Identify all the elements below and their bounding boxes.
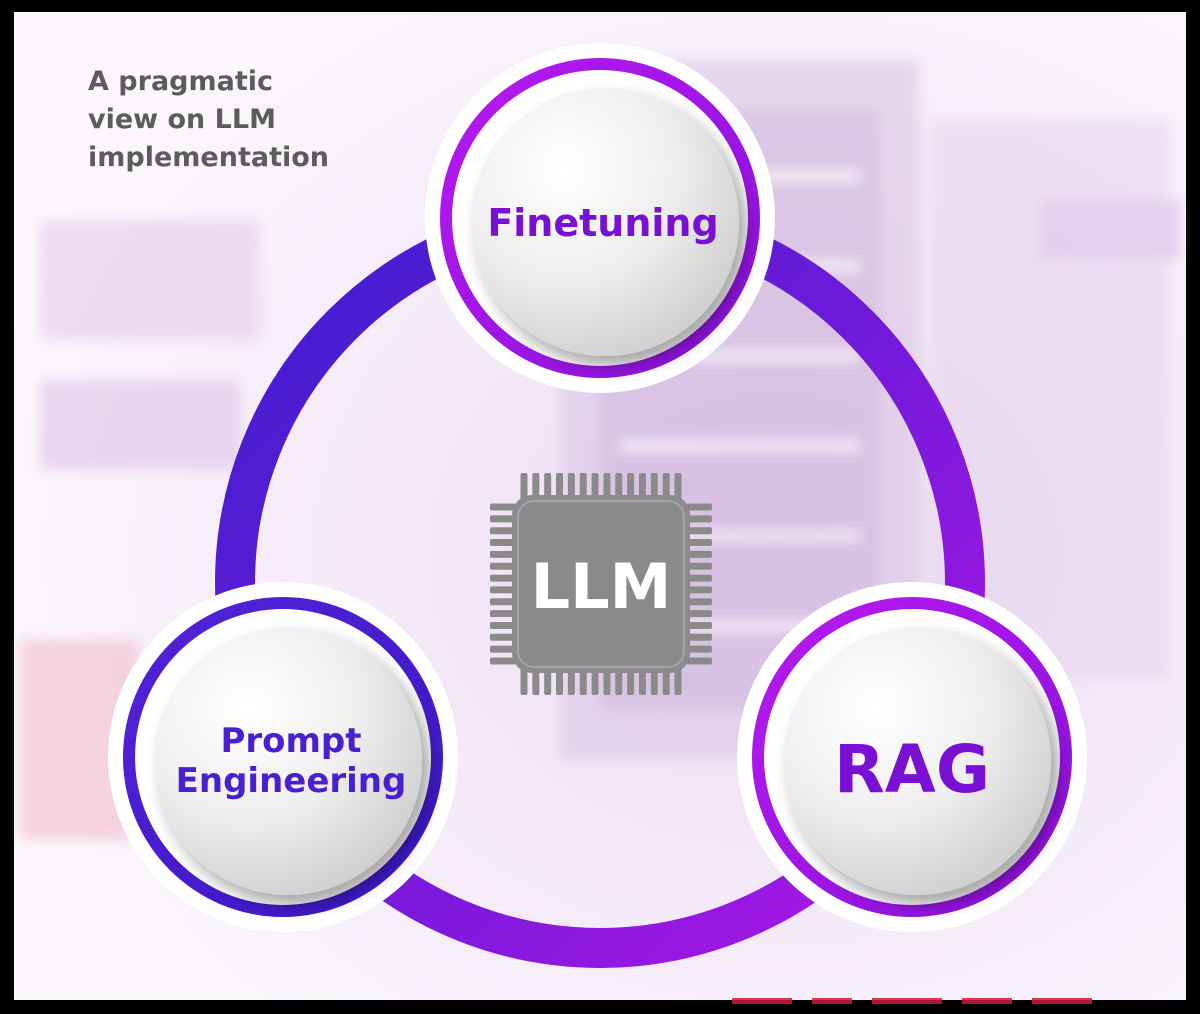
chip-pin-bottom — [650, 669, 658, 695]
chip-pin-right — [686, 633, 712, 641]
chip-pin-top — [591, 473, 599, 499]
chip-pin-top — [544, 473, 552, 499]
chip-pin-right — [686, 645, 712, 653]
chip-pin-top — [520, 473, 528, 499]
subtitle-line-2: view on LLM — [88, 104, 276, 135]
node-rag-disc — [783, 627, 1051, 895]
chip-pin-left — [490, 539, 516, 547]
chip-pin-bottom — [615, 669, 623, 695]
chip-pin-right — [686, 527, 712, 535]
chip-pin-right — [686, 562, 712, 570]
node-rag-label: RAG — [834, 731, 990, 808]
chip-pin-right — [686, 621, 712, 629]
chip-pin-right — [686, 515, 712, 523]
chip-pin-bottom — [567, 669, 575, 695]
chip-pin-left — [490, 645, 516, 653]
chip-icon: LLM — [490, 473, 712, 695]
chip-pin-bottom — [603, 669, 611, 695]
chip-pin-left — [490, 633, 516, 641]
chip-pin-top — [674, 473, 682, 499]
chip-pin-left — [490, 503, 516, 511]
chip-pin-top — [638, 473, 646, 499]
chip-pin-left — [490, 657, 516, 665]
chip-pin-bottom — [627, 669, 635, 695]
bottom-decor — [14, 998, 1186, 1014]
node-prompt-label-line2: Engineering — [176, 761, 407, 801]
chip-pin-left — [490, 527, 516, 535]
chip-pin-right — [686, 574, 712, 582]
chip-pin-right — [686, 586, 712, 594]
chip-pin-right — [686, 503, 712, 511]
node-finetuning-label: Finetuning — [487, 201, 718, 245]
chip-pin-top — [650, 473, 658, 499]
node-finetuning: Finetuning — [425, 43, 775, 393]
chip-pin-bottom — [544, 669, 552, 695]
chip-pin-left — [490, 610, 516, 618]
node-prompt-label-line1: Prompt — [220, 721, 361, 761]
chip-pin-bottom — [579, 669, 587, 695]
chip-body-edge — [517, 500, 685, 668]
chip-pin-right — [686, 550, 712, 558]
chip-pin-bottom — [591, 669, 599, 695]
node-prompt-disc — [154, 627, 422, 895]
node-prompt-engineering: Prompt Engineering — [108, 582, 458, 932]
center-llm-label: LLM — [531, 550, 672, 623]
chip-pin-top — [567, 473, 575, 499]
chip-pin-right — [686, 610, 712, 618]
chip-pin-right — [686, 657, 712, 665]
subtitle-line-3: implementation — [88, 142, 329, 173]
node-finetuning-disc — [471, 88, 739, 356]
chip-pin-left — [490, 586, 516, 594]
chip-pin-right — [686, 539, 712, 547]
subtitle: A pragmatic view on LLM implementation — [88, 66, 329, 173]
chip-pin-bottom — [520, 669, 528, 695]
chip-body — [512, 495, 690, 673]
chip-pin-bottom — [674, 669, 682, 695]
chip-pin-bottom — [638, 669, 646, 695]
chip-pin-bottom — [532, 669, 540, 695]
chip-pin-top — [603, 473, 611, 499]
chip-pin-left — [490, 598, 516, 606]
subtitle-line-1: A pragmatic — [88, 66, 273, 97]
chip-pin-top — [579, 473, 587, 499]
chip-pin-left — [490, 550, 516, 558]
chip-pin-top — [627, 473, 635, 499]
chip-pin-top — [662, 473, 670, 499]
chip-pin-top — [556, 473, 564, 499]
chip-pin-left — [490, 621, 516, 629]
chip-pin-bottom — [662, 669, 670, 695]
chip-pin-left — [490, 562, 516, 570]
chip-pin-left — [490, 574, 516, 582]
chip-pins — [490, 473, 712, 695]
chip-pin-top — [615, 473, 623, 499]
chip-pin-bottom — [556, 669, 564, 695]
chip-pin-right — [686, 598, 712, 606]
node-rag: RAG — [737, 582, 1087, 932]
chip-pin-top — [532, 473, 540, 499]
chip-pin-left — [490, 515, 516, 523]
